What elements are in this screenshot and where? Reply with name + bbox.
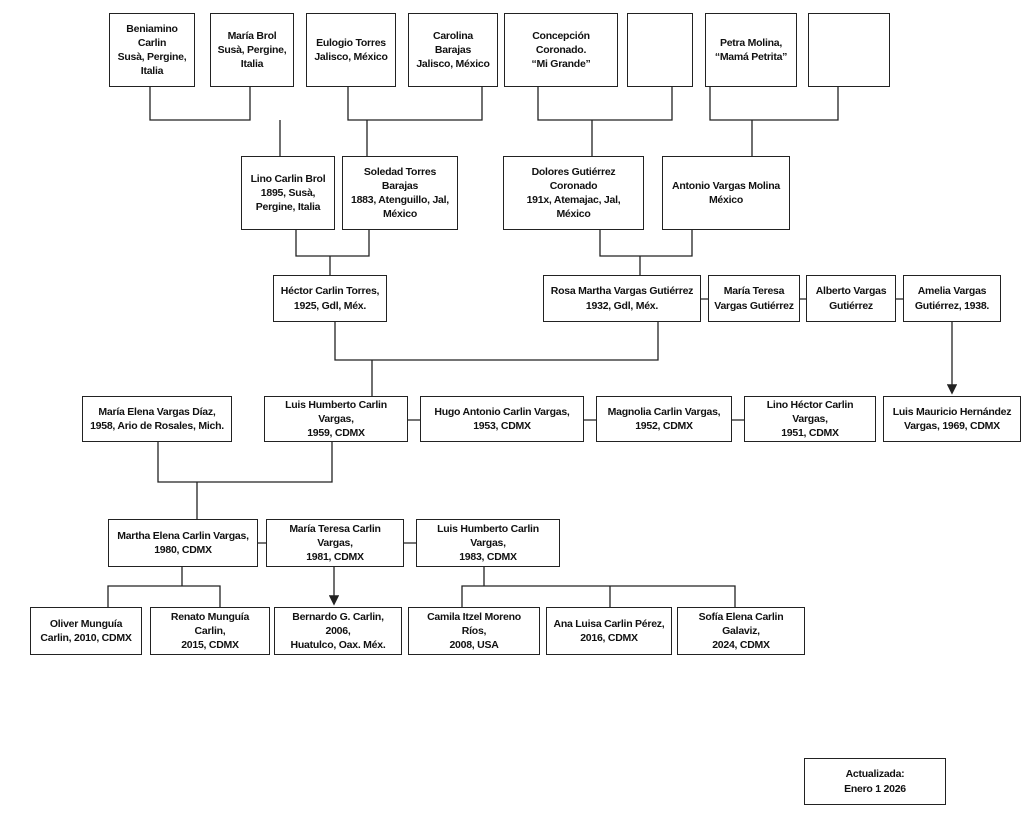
person-rosa-martha-vargas: Rosa Martha Vargas Gutiérrez 1932, Gdl, …	[543, 275, 701, 322]
person-eulogio-torres: Eulogio Torres Jalisco, México	[306, 13, 396, 87]
person-luis-mauricio: Luis Mauricio Hernández Vargas, 1969, CD…	[883, 396, 1021, 442]
connector-martha-elena-parents	[157, 442, 333, 519]
person-renato-munguia: Renato Munguía Carlin, 2015, CDMX	[150, 607, 270, 655]
person-magnolia: Magnolia Carlin Vargas, 1952, CDMX	[596, 396, 732, 442]
person-petra-molina: Petra Molina, “Mamá Petrita”	[705, 13, 797, 87]
person-blank-1	[627, 13, 693, 87]
person-camila-moreno: Camila Itzel Moreno Ríos, 2008, USA	[408, 607, 540, 655]
person-concepcion-coronado: Concepción Coronado. “Mi Grande”	[504, 13, 618, 87]
connector-rosa-martha-parents	[599, 230, 693, 275]
connector-hector-parents	[295, 230, 370, 275]
person-beniamino-carlin: Beniamino Carlin Susà, Pergine, Italia	[109, 13, 195, 87]
person-sofia-elena-carlin: Sofía Elena Carlin Galaviz, 2024, CDMX	[677, 607, 805, 655]
person-hector-carlin-torres: Héctor Carlin Torres, 1925, Gdl, Méx.	[273, 275, 387, 322]
person-dolores-gutierrez-coronado: Dolores Gutiérrez Coronado 191x, Atemaja…	[503, 156, 644, 230]
connector-molina-parents	[709, 87, 839, 156]
person-blank-2	[808, 13, 890, 87]
person-maria-teresa-carlin: María Teresa Carlin Vargas, 1981, CDMX	[266, 519, 404, 567]
connector-torres-barajas-parents	[347, 87, 483, 156]
person-maria-brol: María Brol Susà, Pergine, Italia	[210, 13, 294, 87]
person-bernardo-carlin: Bernardo G. Carlin, 2006, Huatulco, Oax.…	[274, 607, 402, 655]
person-carolina-barajas: Carolina Barajas Jalisco, México	[408, 13, 498, 87]
connector-luis-humberto-parents	[334, 322, 659, 396]
person-luis-humberto-1983: Luis Humberto Carlin Vargas, 1983, CDMX	[416, 519, 560, 567]
person-oliver-munguia: Oliver Munguía Carlin, 2010, CDMX	[30, 607, 142, 655]
person-alberto-vargas: Alberto Vargas Gutiérrez	[806, 275, 896, 322]
person-lino-hector: Lino Héctor Carlin Vargas, 1951, CDMX	[744, 396, 876, 442]
updated-date-label: Actualizada: Enero 1 2026	[804, 758, 946, 805]
person-hugo-antonio: Hugo Antonio Carlin Vargas, 1953, CDMX	[420, 396, 584, 442]
person-amelia-vargas: Amelia Vargas Gutiérrez, 1938.	[903, 275, 1001, 322]
person-maria-elena-vargas-diaz: María Elena Vargas Díaz, 1958, Ario de R…	[82, 396, 232, 442]
connector-martha-elena-children	[107, 567, 221, 607]
person-antonio-vargas-molina: Antonio Vargas Molina México	[662, 156, 790, 230]
person-luis-humberto-1959: Luis Humberto Carlin Vargas, 1959, CDMX	[264, 396, 408, 442]
person-ana-luisa-carlin: Ana Luisa Carlin Pérez, 2016, CDMX	[546, 607, 672, 655]
person-lino-carlin-brol: Lino Carlin Brol 1895, Susà, Pergine, It…	[241, 156, 335, 230]
connector-carlin-brol-parents	[149, 87, 281, 156]
person-maria-teresa-vargas-gutierrez: María Teresa Vargas Gutiérrez	[708, 275, 800, 322]
connector-luis-humberto-1983-children	[461, 567, 736, 607]
connector-coronado-parents	[537, 87, 673, 156]
person-soledad-torres-barajas: Soledad Torres Barajas 1883, Atenguillo,…	[342, 156, 458, 230]
person-martha-elena-carlin: Martha Elena Carlin Vargas, 1980, CDMX	[108, 519, 258, 567]
